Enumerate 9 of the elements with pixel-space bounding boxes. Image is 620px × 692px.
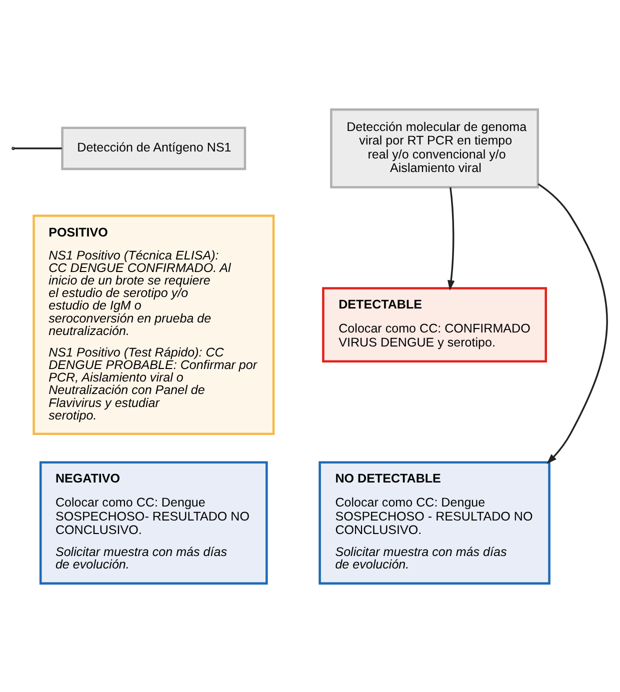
node-box: POSITIVO NS1 Positivo (Técnica ELISA): CC DENGUE CONFIRMADO. Al inicio de un brote se requiere el estudio de serotipo y/o estudio de IgM o seroconversión en prueba de neutralización. NS1 Positivo (Test Rápido): CC DENGUE PROBABLE: Confirmar por PCR, Aislamiento viral o Neutralización con Panel de Flavivirus y estudiar serotipo. [32, 214, 275, 434]
node-box: DETECTABLE Colocar como CC: CONFIRMADO VIRUS DENGUE y serotipo. [322, 286, 548, 362]
node-box: Detección de Antígeno NS1 [61, 126, 246, 170]
node-box: Detección molecular de genoma viral por RT PCR en tiempo real y/o convencional y/o Aislamiento viral [330, 108, 540, 188]
arrow [538, 182, 608, 464]
connector [14, 147, 62, 149]
arrow [448, 186, 455, 290]
node-box: NEGATIVO Colocar como CC: Dengue SOSPECHOSO- RESULTADO NO CONCLUSIVO. Solicitar muestra con más días de evolución. [39, 460, 268, 584]
node-box: NO DETECTABLE Colocar como CC: Dengue SOSPECHOSO - RESULTADO NO CONCLUSIVO. Solicitar muestra con más días de evolución. [318, 460, 550, 584]
